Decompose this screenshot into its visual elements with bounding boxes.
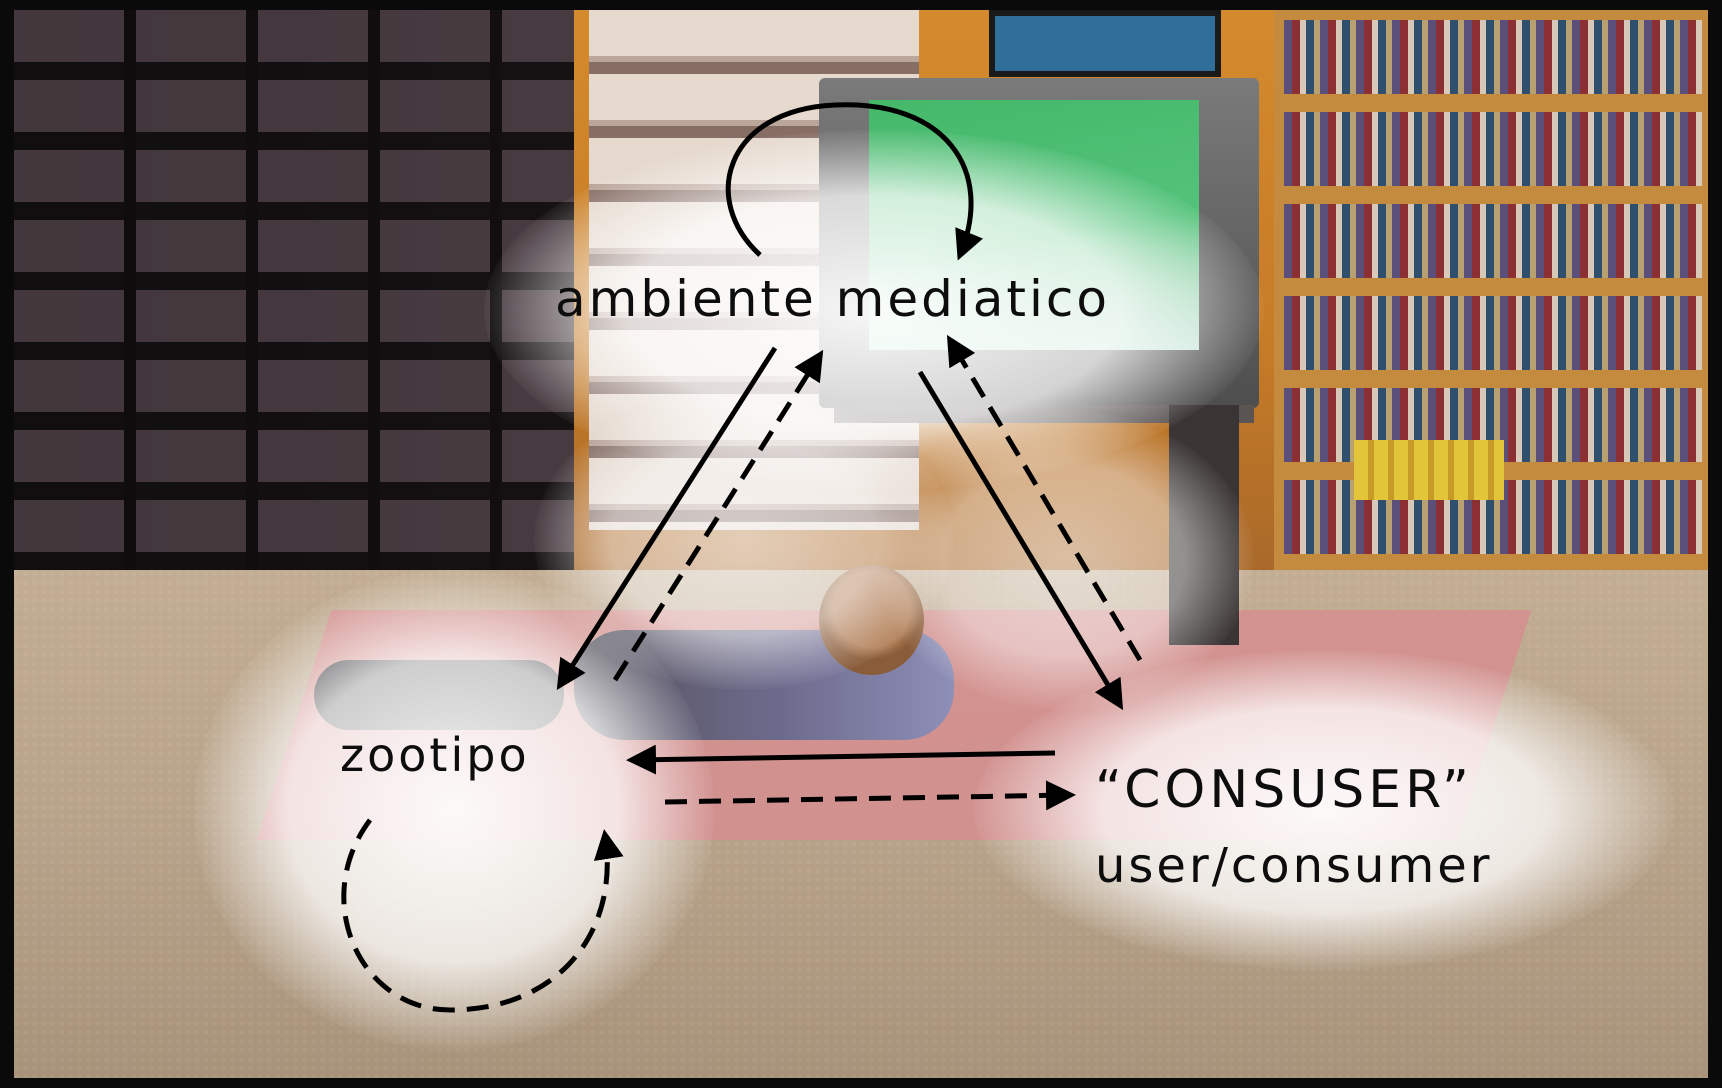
right-bookshelf [1274,10,1708,660]
arrow-ambiente-to-consuser [917,370,1124,711]
arrow-consuser-to-ambiente [946,334,1143,662]
node-user-consumer: user/consumer [1095,838,1493,894]
self-loop-arrow-ambiente [725,102,983,261]
left-bookshelf [14,10,574,650]
poster [989,10,1221,77]
arrow-ambiente-to-zootipo [556,346,778,691]
node-ambiente-mediatico: ambiente mediatico [555,270,1111,328]
arrow-zootipo-to-consuser [664,780,1076,811]
node-zootipo: zootipo [340,728,530,782]
self-loop-arrow-zootipo [341,818,624,1013]
arrow-zootipo-to-ambiente [612,349,824,682]
node-consuser: “CONSUSER” [1095,760,1473,820]
arrow-consuser-to-zootipo [626,744,1056,775]
